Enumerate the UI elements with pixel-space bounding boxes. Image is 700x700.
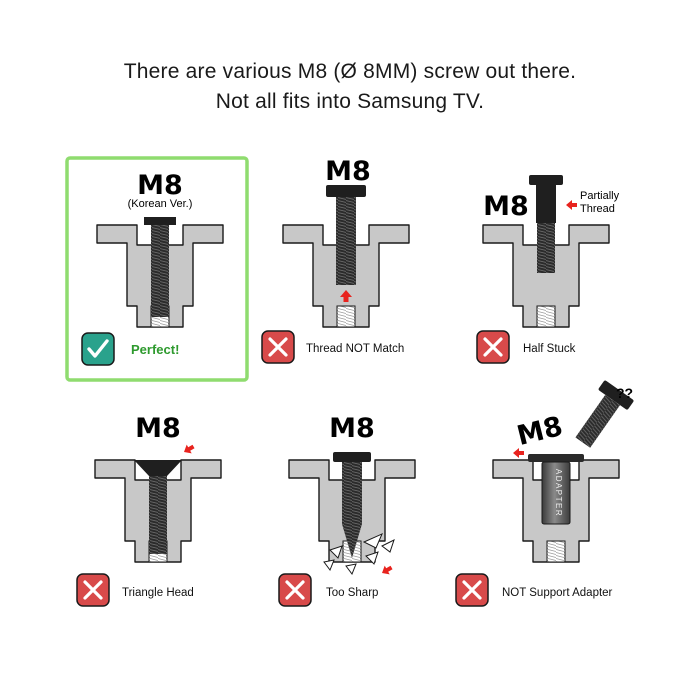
screw-countersunk	[134, 460, 182, 554]
thread-mismatch-arrow-icon	[340, 290, 352, 302]
screw-long-thread	[326, 185, 366, 285]
status-label: NOT Support Adapter	[502, 587, 613, 599]
panel-title: M8	[137, 170, 183, 201]
panel-not-support-adapter: ADAPTER M8 ?? NOT Support Adapter	[454, 380, 634, 608]
panel-title: M8	[483, 191, 529, 222]
panel-title: M8	[329, 413, 375, 444]
status-label: Perfect!	[131, 342, 179, 357]
selection-frame	[65, 156, 249, 382]
screw-sharp-tip	[333, 452, 371, 558]
cross-icon	[75, 572, 111, 608]
head-shape-arrow-icon	[181, 442, 197, 457]
panel-triangle-head: M8 Triangle Head	[75, 413, 222, 608]
partial-thread-arrow-icon	[566, 200, 577, 210]
screw-correct	[144, 217, 176, 317]
cross-icon	[454, 572, 490, 608]
note-line-1: Partially	[580, 190, 620, 202]
cross-icon	[277, 572, 313, 608]
headline-line-2: Not all fits into Samsung TV.	[215, 90, 485, 113]
adapter: ADAPTER	[528, 454, 584, 525]
sharp-tip-arrow-icon	[379, 563, 395, 578]
panel-title: M8	[325, 156, 371, 187]
check-icon	[81, 332, 115, 366]
panel-too-sharp: M8 Too Sharp	[277, 413, 416, 608]
panel-korean-version: M8 (Korean Ver.) Perfect!	[65, 156, 249, 382]
panel-subtitle: (Korean Ver.)	[128, 198, 193, 210]
question-marks: ??	[616, 385, 633, 401]
screw-floating	[575, 380, 634, 448]
status-label: Too Sharp	[326, 587, 378, 599]
cross-icon	[260, 329, 296, 365]
status-label: Triangle Head	[122, 587, 194, 599]
status-label: Half Stuck	[523, 343, 576, 355]
screw-partially-threaded	[529, 175, 563, 273]
panel-title: M8	[514, 411, 566, 452]
panel-half-stuck: M8 Partially Thread Half Stuck	[475, 175, 620, 365]
status-label: Thread NOT Match	[306, 343, 404, 355]
note-line-2: Thread	[580, 203, 615, 215]
panel-thread-not-match: M8 Thread NOT Match	[260, 156, 410, 365]
headline-line-1: There are various M8 (Ø 8MM) screw out t…	[123, 60, 577, 83]
cross-icon	[475, 329, 511, 365]
panel-title: M8	[135, 413, 181, 444]
adapter-label: ADAPTER	[554, 469, 563, 517]
broken-debris	[323, 533, 395, 576]
